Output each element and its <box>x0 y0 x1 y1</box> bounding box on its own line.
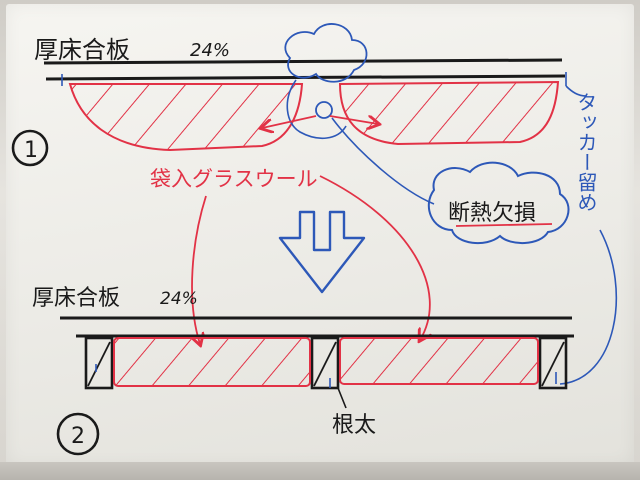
gap-marker <box>315 101 333 119</box>
marker-tray <box>0 462 640 480</box>
insulation-arrow-right <box>319 175 430 340</box>
defect-label: 断熱欠損 <box>448 201 536 226</box>
step-two-circle <box>56 412 100 456</box>
glass-wool-bag-right <box>338 80 560 146</box>
plywood-bottom-dimension: 24% <box>160 289 198 309</box>
plywood-top-line-upper <box>43 58 563 65</box>
joist-left <box>84 336 114 390</box>
step-one-circle <box>11 129 49 167</box>
tacker-leader <box>565 85 587 97</box>
insulation-label: 袋入グラスウール <box>150 167 318 191</box>
tacker-label-group: タッカー留め <box>574 92 598 212</box>
glass-wool-bag-bottom-left <box>113 337 311 387</box>
gap-arrow-left <box>262 115 317 128</box>
tacker-pointer <box>559 229 618 385</box>
insulation-arrow-left <box>192 195 207 344</box>
defect-underline <box>455 223 553 227</box>
plywood-top-dimension: 24% <box>190 40 230 61</box>
defect-cloud <box>427 161 570 245</box>
gap-cloud <box>284 23 368 83</box>
gap-outline <box>286 79 347 139</box>
joist-label: 根太 <box>332 413 376 438</box>
gap-arrow-right <box>329 115 378 124</box>
step-one-number: 1 <box>24 138 38 163</box>
glass-wool-bag-bottom-right <box>339 337 539 385</box>
transition-arrow <box>278 210 366 294</box>
joist-middle <box>310 336 340 390</box>
glass-wool-bag-left <box>68 83 304 152</box>
step-two-number: 2 <box>71 424 85 449</box>
plywood-top-label: 厚床合板 <box>34 36 130 64</box>
defect-leader <box>331 117 435 205</box>
plywood-bottom-label: 厚床合板 <box>32 286 120 311</box>
joist-right <box>538 336 568 390</box>
joist-leader <box>337 387 347 409</box>
tacker-label: タッカー留め <box>574 92 598 212</box>
